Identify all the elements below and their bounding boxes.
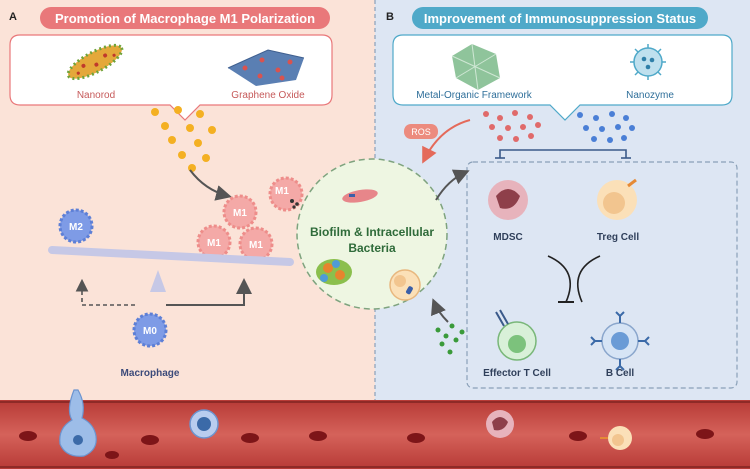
- panel-a-letter: A: [9, 11, 17, 23]
- balance-fulcrum: [150, 270, 166, 292]
- panel-a-title-pill: [40, 7, 330, 29]
- ros-arrow: [422, 119, 471, 164]
- arrow-center-to-box: [435, 169, 470, 201]
- treg-label: Treg Cell: [597, 232, 639, 243]
- ros-label: ROS: [411, 127, 431, 137]
- panel-b-title: Improvement of Immunosuppression Status: [424, 11, 696, 26]
- nanozyme-label: Nanozyme: [626, 90, 674, 101]
- mdsc-cell-icon: [488, 180, 528, 220]
- center-label-line2: Bacteria: [348, 241, 396, 255]
- panel-b-title-pill: [412, 7, 708, 29]
- m1-macrophage-4: M1: [268, 176, 304, 212]
- balance-beam: [48, 246, 294, 266]
- treg-in-vessel: [600, 426, 632, 450]
- svg-text:M2: M2: [69, 222, 83, 233]
- panel-a-title: Promotion of Macrophage M1 Polarization: [55, 11, 315, 26]
- treg-cell-icon: [597, 178, 637, 220]
- macrophage-label: Macrophage: [121, 368, 180, 379]
- arrow-m0-to-m2: [75, 278, 135, 306]
- arrow-green-to-center: [431, 298, 449, 323]
- nanoparticles-green: [435, 323, 465, 355]
- svg-text:M1: M1: [207, 238, 221, 249]
- nanoparticles-a: [151, 106, 216, 172]
- mof-icon: [451, 43, 501, 91]
- m2-macrophage: M2: [58, 208, 94, 244]
- mof-label: Metal-Organic Framework: [416, 90, 533, 101]
- arrow-nanoparticles-to-m1: [189, 169, 232, 201]
- mdsc-label: MDSC: [493, 232, 522, 243]
- nanoparticles-red: [483, 110, 541, 142]
- effector-t-label: Effector T Cell: [483, 368, 551, 379]
- svg-text:M1: M1: [233, 208, 247, 219]
- inhibition-arc-left: [547, 255, 571, 303]
- inhibition-arc-right: [577, 255, 601, 303]
- blue-immune-cell-in-vessel: [189, 409, 219, 439]
- red-blood-cells: [19, 429, 714, 459]
- infected-cell-icon: [342, 189, 378, 203]
- biofilm-cluster-icon: [316, 259, 352, 285]
- graphene-oxide-icon: [227, 49, 305, 86]
- nanorod-icon: [66, 43, 124, 81]
- graphene-oxide-label: Graphene Oxide: [231, 90, 305, 101]
- panel-b-letter: B: [386, 11, 394, 23]
- svg-text:M1: M1: [275, 186, 289, 197]
- m0-macrophage: M0: [132, 312, 168, 348]
- nanorod-label: Nanorod: [77, 90, 115, 101]
- mdsc-in-vessel: [486, 410, 514, 438]
- nanoparticles-blue: [577, 111, 635, 143]
- m1-macrophage-1: M1: [222, 194, 258, 230]
- inhibition-bracket: [499, 149, 627, 158]
- center-label-line1: Biofilm & Intracellular: [310, 225, 434, 239]
- b-cell-icon: [590, 311, 650, 371]
- macrophage-with-bacteria-icon: [389, 269, 421, 301]
- arrow-m0-to-m1: [166, 278, 252, 306]
- b-cell-label: B Cell: [606, 368, 635, 379]
- effector-t-cell-icon: [495, 309, 537, 361]
- svg-text:M1: M1: [249, 240, 263, 251]
- nanozyme-icon: [630, 44, 666, 80]
- m1-macrophage-2: M1: [196, 224, 232, 260]
- m1-macrophage-3: M1: [238, 226, 274, 262]
- ros-badge: [404, 124, 438, 139]
- immune-cells-box: [466, 161, 738, 389]
- monocyte-extravasating-icon: [59, 389, 97, 457]
- svg-text:M0: M0: [143, 326, 157, 337]
